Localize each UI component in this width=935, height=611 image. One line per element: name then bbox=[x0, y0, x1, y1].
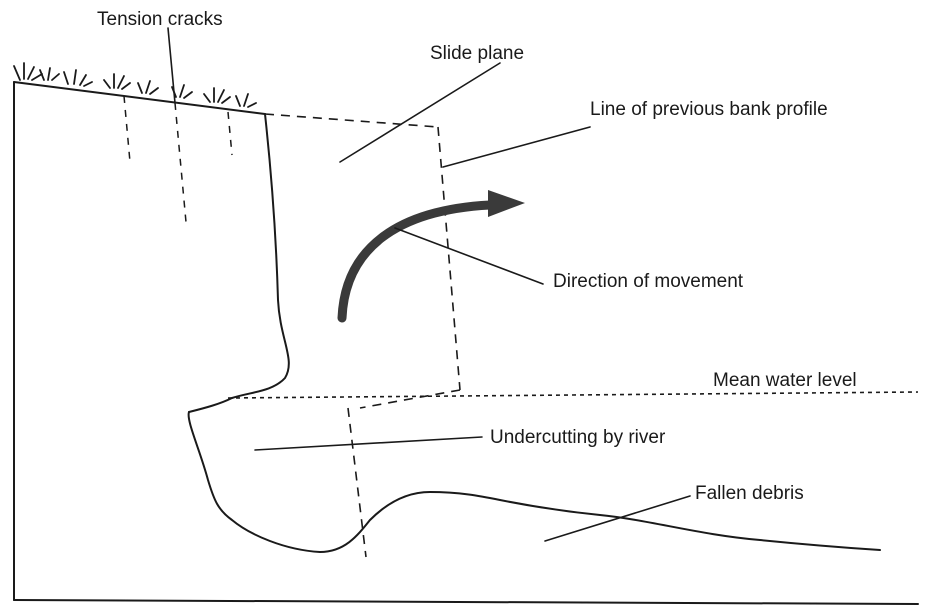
water-level-label: Mean water level bbox=[713, 371, 857, 390]
tension-crack-1 bbox=[124, 96, 130, 162]
leader-slide-plane bbox=[340, 63, 500, 162]
leader-undercutting bbox=[255, 437, 482, 450]
leader-previous-profile bbox=[443, 127, 590, 167]
movement-arrow-shaft bbox=[342, 205, 490, 318]
grass-tufts bbox=[14, 63, 256, 107]
tension-crack-2 bbox=[175, 103, 186, 222]
bank-face bbox=[189, 114, 289, 412]
water-level-line bbox=[228, 392, 918, 398]
slide-plane-label: Slide plane bbox=[430, 44, 524, 63]
previous-bank-top bbox=[265, 114, 438, 127]
movement-arrow-head bbox=[488, 190, 525, 217]
undercutting-label: Undercutting by river bbox=[490, 428, 665, 447]
previous-bank-face bbox=[438, 127, 460, 390]
leader-direction bbox=[395, 228, 543, 284]
direction-label: Direction of movement bbox=[553, 272, 743, 291]
bottom-ground-line bbox=[14, 600, 918, 604]
debris-label: Fallen debris bbox=[695, 484, 804, 503]
tension-crack-3 bbox=[228, 112, 232, 155]
previous-profile-label: Line of previous bank profile bbox=[590, 100, 828, 119]
tension-cracks-label: Tension cracks bbox=[97, 10, 223, 29]
leader-debris bbox=[545, 496, 690, 541]
leader-tension-cracks bbox=[168, 28, 175, 103]
previous-bank-base bbox=[360, 390, 460, 408]
